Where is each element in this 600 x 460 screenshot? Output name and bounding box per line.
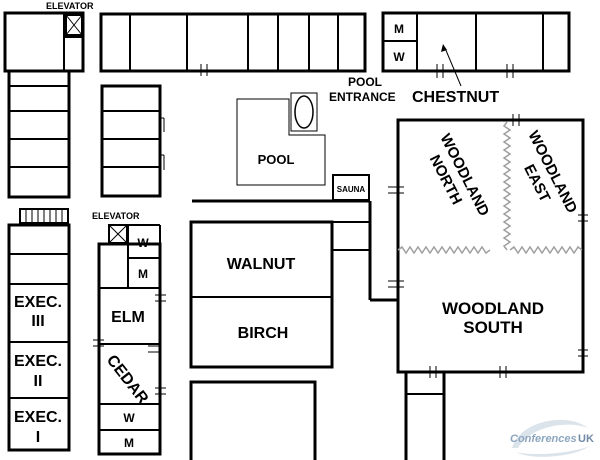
- room-woodland-south[interactable]: WOODLAND SOUTH: [442, 299, 544, 337]
- svg-text:EXEC.: EXEC.: [14, 294, 62, 311]
- svg-text:II: II: [34, 373, 43, 390]
- pool-entrance-label: POOL: [348, 75, 382, 89]
- room-exec-i[interactable]: EXEC. I: [14, 409, 62, 446]
- restroom-m-top: M: [394, 22, 404, 36]
- elm-cedar-column: [93, 224, 166, 456]
- svg-text:POOL: POOL: [258, 152, 295, 167]
- pool-entrance-label-2: ENTRANCE: [329, 90, 396, 104]
- room-cedar[interactable]: CEDAR: [103, 352, 152, 408]
- room-chestnut-block: [381, 11, 571, 78]
- restroom-m-bottom: M: [124, 436, 134, 450]
- svg-text:III: III: [31, 313, 44, 330]
- woodland-hall: [396, 114, 588, 378]
- elevator-label-top: ELEVATOR: [46, 1, 94, 11]
- exec-column: [7, 223, 71, 452]
- bottom-middle-room: [189, 380, 317, 460]
- room-exec-ii[interactable]: EXEC. II: [14, 353, 62, 390]
- svg-text:Conferences: Conferences: [510, 433, 577, 445]
- svg-text:EXEC.: EXEC.: [14, 409, 62, 426]
- stairs-icon: [19, 208, 69, 224]
- bottom-right-corridor: [404, 372, 446, 460]
- restroom-m-mid: M: [138, 267, 148, 281]
- room-birch[interactable]: BIRCH: [238, 325, 289, 342]
- svg-text:EXEC.: EXEC.: [14, 353, 62, 370]
- room-walnut[interactable]: WALNUT: [227, 256, 296, 273]
- room-exec-iii[interactable]: EXEC. III: [14, 294, 62, 330]
- corridors: [192, 186, 404, 302]
- svg-text:SAUNA: SAUNA: [337, 185, 366, 194]
- chestnut-pointer-arrow: [441, 44, 462, 87]
- svg-text:UK: UK: [578, 433, 594, 445]
- svg-text:WOODLAND: WOODLAND: [442, 299, 544, 318]
- room-elm[interactable]: ELM: [111, 309, 145, 326]
- elevator-icon-mid: [108, 224, 128, 244]
- restroom-w-top: W: [393, 50, 405, 64]
- jacuzzi-icon: [290, 92, 318, 132]
- walnut-birch-block: [189, 220, 370, 369]
- restroom-w-mid: W: [137, 236, 149, 250]
- restroom-w-bottom: W: [123, 411, 135, 425]
- svg-text:CEDAR: CEDAR: [103, 352, 152, 408]
- middle-room-block: [100, 84, 165, 198]
- room-woodland-north[interactable]: WOODLAND NORTH: [420, 131, 493, 228]
- top-middle-room-row: [99, 12, 367, 76]
- elevator-icon: [65, 14, 83, 36]
- room-chestnut-label[interactable]: CHESTNUT: [412, 89, 499, 106]
- elevator-label-mid: ELEVATOR: [92, 211, 140, 221]
- left-room-column: [7, 69, 71, 199]
- room-sauna[interactable]: SAUNA: [332, 174, 370, 201]
- room-woodland-east[interactable]: WOODLAND EAST: [508, 128, 581, 225]
- svg-text:I: I: [36, 429, 40, 446]
- svg-text:SOUTH: SOUTH: [463, 318, 523, 337]
- pool-area[interactable]: POOL: [236, 98, 326, 186]
- conferences-uk-logo: Conferences UK: [510, 419, 594, 457]
